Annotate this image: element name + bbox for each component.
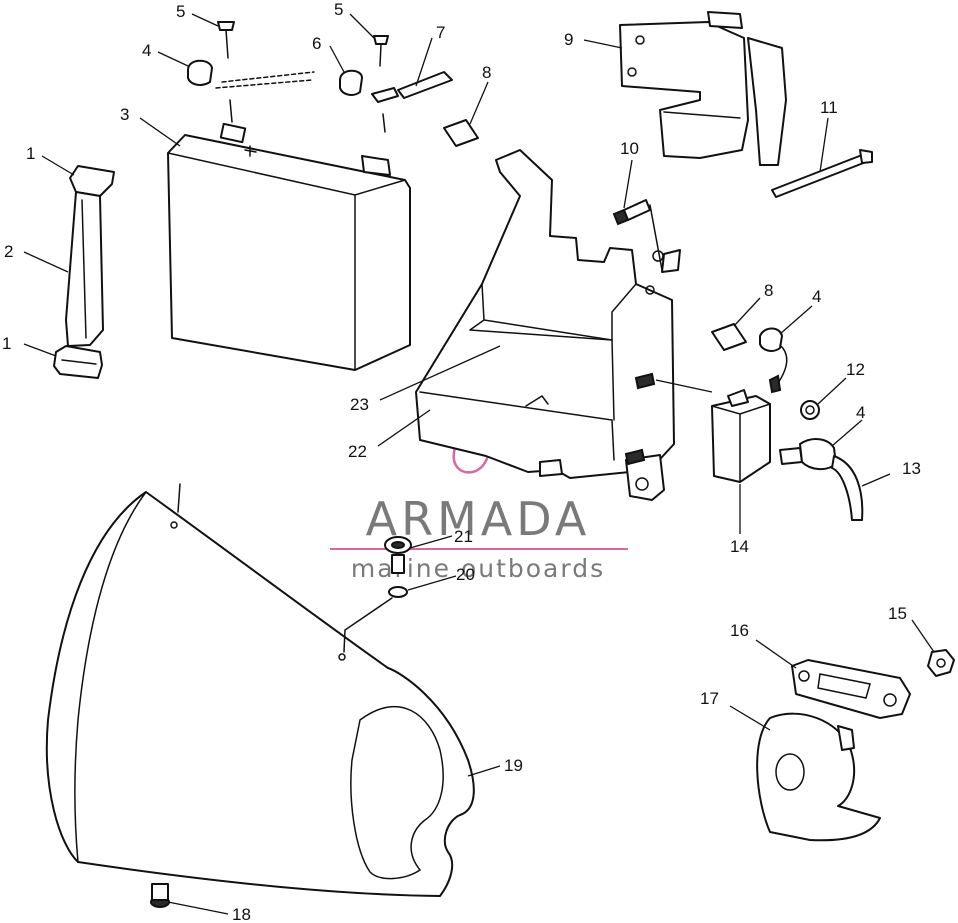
engine-cover bbox=[45, 483, 475, 908]
horn-assembly bbox=[756, 649, 955, 842]
callout-1-top: 1 bbox=[26, 144, 35, 163]
cover-bracket bbox=[619, 11, 787, 166]
callout-1-bottom: 1 bbox=[2, 334, 11, 353]
callout-11: 11 bbox=[820, 98, 838, 117]
clips bbox=[443, 119, 747, 351]
callout-5-right: 5 bbox=[334, 0, 343, 19]
fastener-stack bbox=[384, 536, 412, 598]
callout-23: 23 bbox=[350, 395, 369, 414]
callout-20: 20 bbox=[456, 565, 475, 584]
callout-18: 18 bbox=[232, 905, 251, 923]
battery bbox=[167, 122, 411, 371]
callout-16: 16 bbox=[730, 621, 749, 640]
callout-leaders bbox=[23, 13, 935, 915]
callout-13: 13 bbox=[902, 459, 921, 478]
rectifier-module bbox=[624, 372, 771, 483]
callout-21: 21 bbox=[454, 527, 473, 546]
callout-10: 10 bbox=[620, 139, 639, 158]
callout-12: 12 bbox=[846, 360, 865, 379]
battery-strap bbox=[53, 165, 115, 379]
callout-8-right: 8 bbox=[764, 281, 773, 300]
callout-3: 3 bbox=[120, 105, 129, 124]
callout-2: 2 bbox=[4, 242, 13, 261]
callout-6: 6 bbox=[312, 34, 321, 53]
callout-15: 15 bbox=[888, 604, 907, 623]
callout-4-left: 4 bbox=[142, 41, 151, 60]
callout-22: 22 bbox=[348, 442, 367, 461]
callout-8-top: 8 bbox=[482, 63, 491, 82]
callout-4-right: 4 bbox=[812, 287, 821, 306]
callout-7: 7 bbox=[436, 23, 445, 42]
callout-labels: 1 2 1 3 4 5 5 6 7 8 9 10 11 8 4 12 4 13 … bbox=[2, 0, 921, 923]
callout-17: 17 bbox=[700, 689, 719, 708]
terminal-hardware bbox=[187, 21, 453, 133]
cable-tie bbox=[771, 149, 873, 198]
callout-14: 14 bbox=[730, 537, 749, 556]
bolt bbox=[612, 199, 681, 273]
battery-tray bbox=[415, 149, 675, 501]
callout-4-lower: 4 bbox=[856, 403, 865, 422]
callout-19: 19 bbox=[504, 756, 523, 775]
callout-9: 9 bbox=[564, 30, 573, 49]
wire-hardware bbox=[759, 327, 864, 521]
watermark-tagline: marine outboards bbox=[351, 554, 605, 583]
callout-5-left: 5 bbox=[176, 2, 185, 21]
